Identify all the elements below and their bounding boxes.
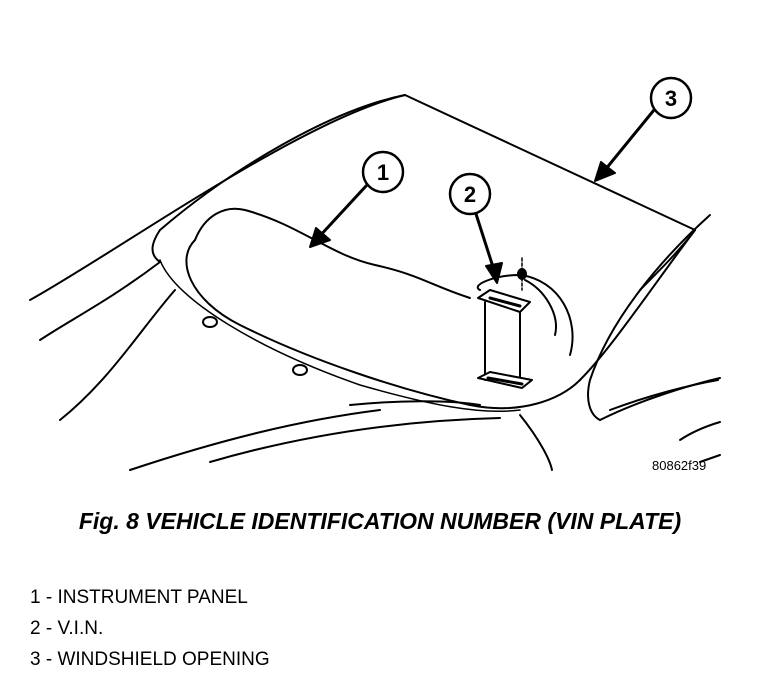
vin-cutout-arc: [476, 274, 574, 356]
callout-2-arrowhead: [485, 262, 503, 284]
door-line-2: [609, 379, 719, 411]
vin-plate-illustration: 1 2 3 80862f39: [29, 76, 721, 473]
callout-3-circle: [649, 76, 693, 120]
windshield-opening: [159, 94, 406, 231]
vin-cutout-arc-inner: [524, 279, 557, 336]
windshield-top-edge: [29, 94, 696, 301]
image-code: 80862f39: [652, 458, 706, 473]
callout-legend: 1 - INSTRUMENT PANEL 2 - V.I.N. 3 - WIND…: [30, 582, 270, 675]
callout-1-number: 1: [377, 160, 389, 185]
hood-line-2: [59, 289, 176, 421]
legend-item-instrument-panel: 1 - INSTRUMENT PANEL: [30, 587, 248, 608]
washer-nozzle-left: [202, 316, 218, 328]
hood-line-5: [519, 414, 553, 471]
callout-3-arrow: [603, 108, 656, 172]
windshield-right-edge: [579, 229, 696, 381]
instrument-panel-edge: [151, 229, 161, 263]
hood-line-3: [129, 409, 381, 471]
legend-item-windshield-opening: 3 - WINDSHIELD OPENING: [30, 649, 270, 670]
callout-1-arrow: [316, 184, 368, 240]
instrument-panel-shade: [159, 259, 521, 413]
instrument-panel-front: [185, 239, 581, 410]
a-pillar-2: [587, 214, 711, 421]
callout-1-circle: [361, 150, 405, 194]
legend-item-vin: 2 - V.I.N.: [30, 618, 104, 639]
door-line-3: [679, 421, 721, 441]
hood-line-4: [209, 417, 501, 463]
washer-nozzle-right: [292, 364, 308, 376]
callout-3-number: 3: [665, 86, 677, 111]
figure-caption: Fig. 8 VEHICLE IDENTIFICATION NUMBER (VI…: [78, 508, 682, 534]
hood-line-1: [39, 261, 161, 341]
door-line: [599, 377, 721, 421]
vin-rivet-icon: [517, 268, 527, 280]
door-line-4: [699, 454, 721, 463]
vin-plate-exploded-slot: [486, 376, 524, 386]
callout-2-arrow: [474, 212, 496, 272]
callout-2-circle: [448, 172, 492, 216]
callout-3-arrowhead: [594, 161, 616, 182]
callout-2-number: 2: [464, 182, 476, 207]
instrument-panel-top: [194, 207, 471, 299]
vin-plate-slot: [488, 296, 522, 308]
hood-line-6: [349, 400, 481, 406]
callout-1-arrowhead: [309, 227, 331, 248]
